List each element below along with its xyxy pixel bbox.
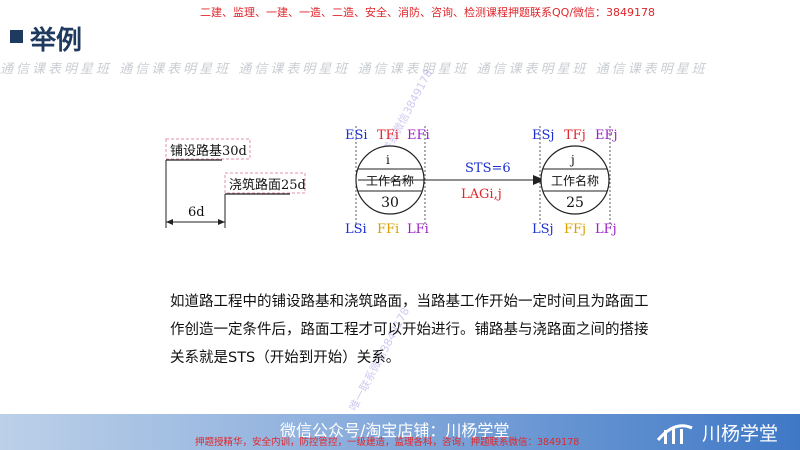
node-j-ef: EFj xyxy=(595,128,618,143)
node-j-lf: LFj xyxy=(595,222,617,237)
footer-advertisement: 押题授精华，安全内训，防控管控，一级建造，监理各科，咨询，押题联系微信：3849… xyxy=(195,437,580,448)
node-i-ef: EFi xyxy=(407,128,430,143)
gantt-bar-2-label: 浇筑路面25d xyxy=(229,177,306,193)
watermark-row: 通信课表明星班 通信课表明星班 通信课表明星班 通信课表明星班 通信课表明星班 … xyxy=(0,62,708,77)
gantt-bar-2 xyxy=(224,172,306,194)
brand-name: 川杨学堂 xyxy=(702,423,779,445)
node-i-ff: FFi xyxy=(377,222,399,237)
gantt-diagram: 铺设路基30d 浇筑路面25d 6d xyxy=(165,138,306,228)
slide-header: 举例 xyxy=(0,8,800,56)
gantt-bar-1-label: 铺设路基30d xyxy=(170,143,247,159)
node-i-tf: TFi xyxy=(377,128,399,143)
node-j-ls: LSj xyxy=(532,222,554,237)
node-j-ff: FFj xyxy=(564,222,586,237)
top-advertisement: 二建、监理、一建、一造、二造、安全、消防、咨询、检测课程押题联系QQ/微信：38… xyxy=(200,6,656,19)
link-type-label: STS=6 xyxy=(465,161,511,176)
slide-title: 举例 xyxy=(30,26,83,56)
explanation-paragraph: 如道路工程中的铺设路基和浇筑路面，当路基工作开始一定时间且为路面工作创造一定条件… xyxy=(170,294,649,366)
footer-main-text: 微信公众号/淘宝店铺：川杨学堂 xyxy=(280,421,510,440)
title-bullet xyxy=(10,30,23,43)
node-i-duration: 30 xyxy=(381,195,399,211)
lag-label: 6d xyxy=(188,205,205,220)
node-j-id: j xyxy=(569,153,575,167)
network-link: STS=6 LAGi,j xyxy=(358,161,545,202)
node-i-lf: LFi xyxy=(407,222,429,237)
link-lag-label: LAGi,j xyxy=(461,187,502,202)
gantt-bar-1 xyxy=(165,138,251,160)
node-j-tf: TFj xyxy=(564,128,586,143)
node-i-es: ESi xyxy=(345,128,368,143)
node-i-ls: LSi xyxy=(345,222,367,237)
network-node-i: ESi TFi EFi i 工作名称 30 LSi FFi LFi xyxy=(345,126,430,237)
lag-arrow-right xyxy=(218,219,225,225)
node-j-circle xyxy=(540,145,610,215)
node-j-name: 工作名称 xyxy=(551,173,599,188)
brand-logo-icon xyxy=(656,424,693,444)
network-node-j: ESj TFj EFj j 工作名称 25 LSj FFj LFj xyxy=(532,126,618,237)
lag-arrow-left xyxy=(166,219,173,225)
node-i-id: i xyxy=(386,153,390,167)
node-j-duration: 25 xyxy=(566,195,584,211)
node-j-es: ESj xyxy=(532,128,554,143)
link-arrow-head xyxy=(533,175,545,185)
